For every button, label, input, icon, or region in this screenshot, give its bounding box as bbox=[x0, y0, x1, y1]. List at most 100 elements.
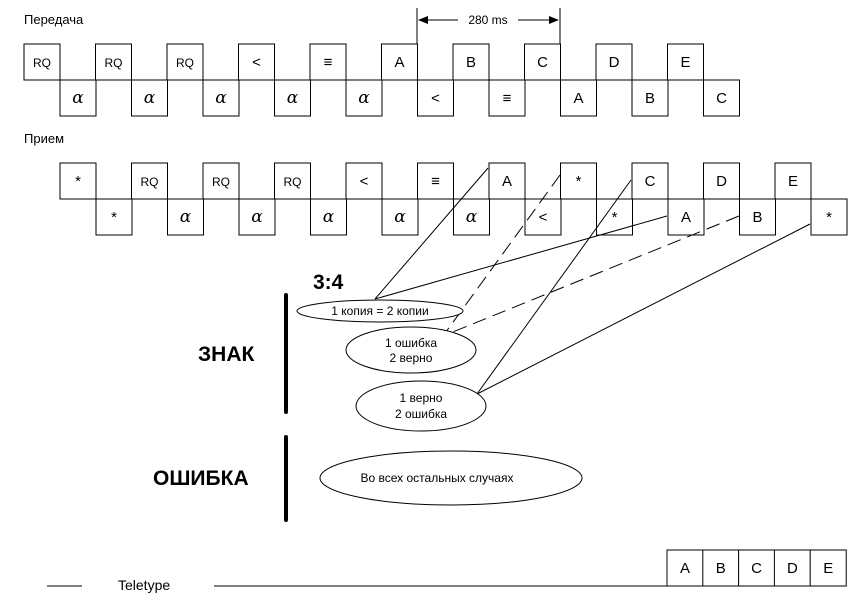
symbol-box bbox=[631, 162, 669, 200]
symbol-text: RQ bbox=[141, 175, 159, 189]
symbol-box bbox=[238, 198, 276, 236]
ellipse-text: 2 верно bbox=[390, 351, 433, 365]
transmit-top-cell: D bbox=[595, 43, 633, 81]
symbol-text: * bbox=[576, 173, 582, 190]
symbol-box bbox=[131, 79, 168, 117]
ellipse-text: 1 верно bbox=[400, 391, 443, 405]
connector-a2-to-copy bbox=[374, 215, 668, 300]
symbol-text: α bbox=[358, 88, 370, 108]
timing-right-arrowhead-icon bbox=[549, 16, 559, 24]
ellipse-text: 1 ошибка bbox=[385, 336, 437, 350]
symbol-box bbox=[417, 79, 454, 117]
connector-star2-to-correct bbox=[476, 223, 811, 395]
transmit-bottom-cell: ≡ bbox=[488, 79, 526, 117]
symbol-box bbox=[59, 162, 97, 200]
symbol-text: * bbox=[612, 209, 618, 226]
symbol-box bbox=[667, 43, 704, 81]
transmit-top-cell: RQ bbox=[23, 43, 61, 81]
receive-bottom-cell: α bbox=[167, 198, 204, 236]
ellipse-first-error: 1 ошибка 2 верно bbox=[345, 326, 477, 374]
symbol-box bbox=[345, 162, 383, 200]
symbol-text: RQ bbox=[284, 175, 302, 189]
symbol-box bbox=[167, 198, 204, 236]
timing-label: 280 ms bbox=[468, 13, 507, 27]
receive-top-cell: RQ bbox=[274, 162, 311, 200]
symbol-text: α bbox=[215, 88, 227, 108]
error-category-label: ОШИБКА bbox=[153, 467, 249, 490]
symbol-box bbox=[809, 549, 847, 587]
teletype-output-cell: C bbox=[738, 549, 776, 587]
transmit-top-cell: A bbox=[381, 43, 418, 81]
transmit-top-row: RQ RQ RQ < ≡ A B C D E bbox=[23, 43, 704, 81]
symbol-box bbox=[23, 43, 61, 81]
receive-bottom-cell: α bbox=[453, 198, 490, 236]
symbol-text: * bbox=[826, 209, 832, 226]
symbol-text: A bbox=[573, 90, 583, 107]
ellipse-text: Во всех остальных случаях bbox=[361, 471, 514, 485]
receive-top-cell: RQ bbox=[202, 162, 240, 200]
symbol-text: RQ bbox=[33, 56, 51, 70]
transmit-bottom-cell: α bbox=[202, 79, 240, 117]
transmit-label: Передача bbox=[24, 12, 84, 27]
symbol-box bbox=[702, 549, 740, 587]
teletype-output-cell: E bbox=[809, 549, 847, 587]
transmit-top-cell: C bbox=[524, 43, 561, 81]
symbol-text: * bbox=[75, 173, 81, 190]
transmit-top-cell: ≡ bbox=[309, 43, 347, 81]
receive-top-cell: E bbox=[774, 162, 812, 200]
symbol-text: α bbox=[394, 207, 406, 227]
symbol-text: E bbox=[680, 54, 690, 71]
symbol-box bbox=[773, 549, 811, 587]
receive-top-cell: ≡ bbox=[417, 162, 454, 200]
receive-top-cell: D bbox=[703, 162, 740, 200]
symbol-box bbox=[202, 79, 240, 117]
ratio-label: 3:4 bbox=[313, 271, 344, 294]
teletype-output-cell: D bbox=[773, 549, 811, 587]
transmit-bottom-cell: A bbox=[560, 79, 597, 117]
symbol-box bbox=[417, 162, 454, 200]
symbol-text: C bbox=[751, 560, 762, 577]
transmit-bottom-cell: < bbox=[417, 79, 454, 117]
symbol-text: RQ bbox=[212, 175, 230, 189]
receive-bottom-cell: * bbox=[95, 198, 133, 236]
symbol-text: < bbox=[539, 209, 548, 226]
symbol-box bbox=[703, 162, 740, 200]
symbol-text: D bbox=[787, 560, 798, 577]
transmit-top-cell: < bbox=[238, 43, 275, 81]
connectors bbox=[374, 167, 811, 395]
symbol-text: α bbox=[144, 88, 156, 108]
transmit-top-cell: RQ bbox=[166, 43, 204, 81]
symbol-text: * bbox=[111, 209, 117, 226]
symbol-text: C bbox=[716, 90, 727, 107]
sign-category-label: ЗНАК bbox=[198, 343, 254, 366]
receive-label: Прием bbox=[24, 131, 64, 146]
receive-bottom-cell: * bbox=[596, 198, 633, 236]
symbol-text: A bbox=[394, 54, 404, 71]
symbol-text: B bbox=[466, 54, 476, 71]
symbol-text: E bbox=[823, 560, 833, 577]
symbol-text: < bbox=[360, 173, 369, 190]
ellipse-all-other: Во всех остальных случаях bbox=[319, 450, 583, 506]
symbol-text: C bbox=[537, 54, 548, 71]
symbol-box bbox=[774, 162, 812, 200]
symbol-text: B bbox=[645, 90, 655, 107]
transmit-bottom-cell: α bbox=[59, 79, 97, 117]
symbol-text: RQ bbox=[105, 56, 123, 70]
timing-left-arrowhead-icon bbox=[418, 16, 428, 24]
symbol-box bbox=[238, 43, 275, 81]
symbol-box bbox=[381, 43, 418, 81]
symbol-text: A bbox=[681, 209, 691, 226]
symbol-box bbox=[95, 198, 133, 236]
symbol-box bbox=[345, 79, 383, 117]
symbol-box bbox=[59, 79, 97, 117]
transmit-bottom-cell: B bbox=[631, 79, 669, 117]
symbol-text: C bbox=[645, 173, 656, 190]
symbol-box bbox=[738, 549, 776, 587]
symbol-text: ≡ bbox=[324, 54, 333, 71]
timing-annotation: 280 ms bbox=[416, 8, 561, 44]
connector-star-to-error bbox=[442, 174, 561, 337]
